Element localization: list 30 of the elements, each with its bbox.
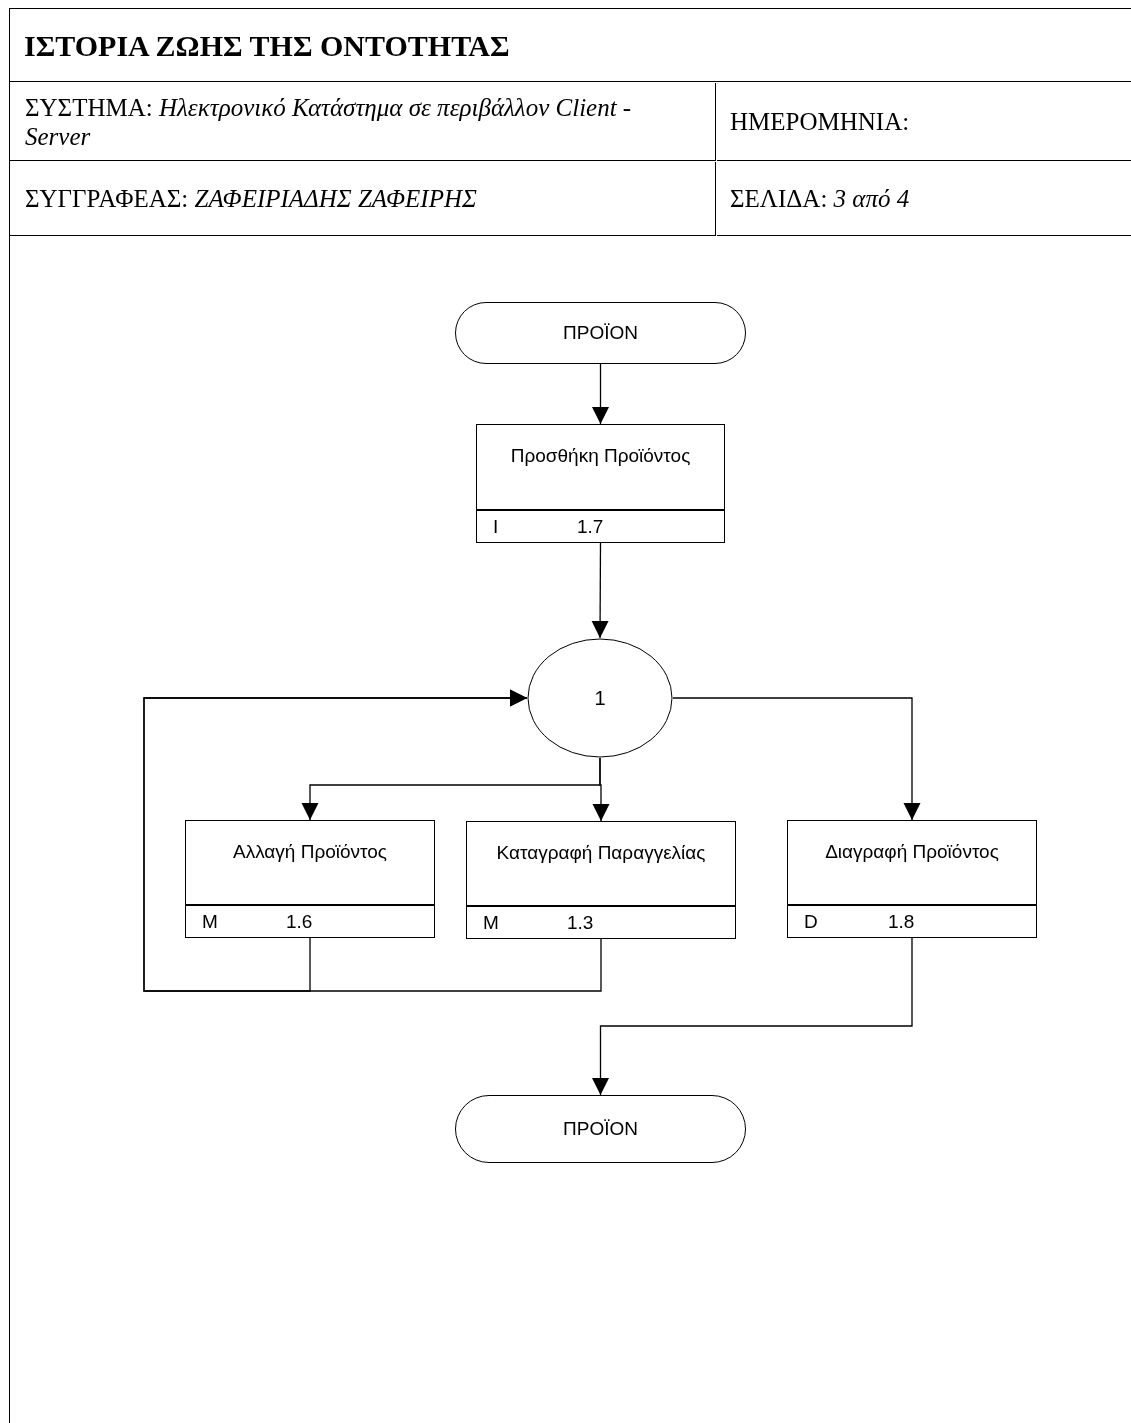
process-number: 1.7 <box>577 515 604 538</box>
state-number: 1 <box>594 686 606 711</box>
arrow <box>143 689 602 992</box>
process-type: M <box>482 911 500 934</box>
process-number: 1.8 <box>888 910 915 933</box>
process-box <box>787 820 1037 938</box>
terminal-label: ΠΡΟΪΟΝ <box>563 1116 638 1141</box>
process-number: 1.6 <box>286 910 313 933</box>
process-box <box>476 424 725 543</box>
process-name: Προσθήκη Προϊόντος <box>510 445 691 468</box>
date-field: ΗΜΕΡΟΜΗΝΙΑ: <box>730 102 910 141</box>
process-type: D <box>803 910 819 933</box>
form-title: ΙΣΤΟΡΙΑ ΖΩΗΣ ΤΗΣ ΟΝΤΟΤΗΤΑΣ <box>24 27 510 64</box>
arrow <box>592 363 609 425</box>
process-type: I <box>492 515 500 538</box>
process-box <box>185 820 435 938</box>
process-name: Αλλαγή Προϊόντος <box>232 841 388 864</box>
process-box <box>466 821 736 939</box>
system-field: ΣΥΣΤΗΜΑ: Ηλεκτρονικό Κατάστημα σε περιβάλλον Client - Server <box>25 92 695 151</box>
page-field: ΣΕΛΙΔΑ: 3 από 4 <box>730 179 910 218</box>
arrow <box>672 697 921 821</box>
arrow <box>591 542 609 639</box>
process-number: 1.3 <box>567 911 594 934</box>
terminal-label: ΠΡΟΪΟΝ <box>563 320 638 345</box>
arrow <box>592 757 610 822</box>
author-field: ΣΥΓΓΡΑΦΕΑΣ: ΖΑΦΕΙΡΙΑΔΗΣ ΖΑΦΕΙΡΗΣ <box>25 179 477 218</box>
process-type: M <box>201 910 219 933</box>
arrow <box>592 937 913 1096</box>
process-name: Διαγραφή Προϊόντος <box>825 841 999 864</box>
process-name: Καταγραφή Παραγγελίας <box>496 842 706 865</box>
